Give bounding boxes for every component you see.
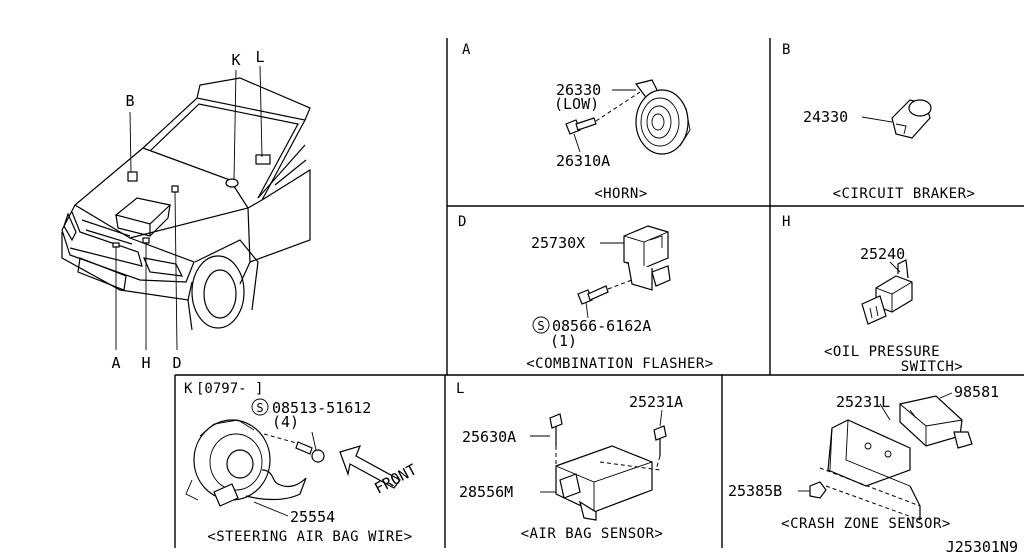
panel-caption: <HORN> (594, 186, 648, 202)
panel-oil-pressure-switch: H 25240 <OIL PRESSURE SWITCH> (782, 214, 963, 375)
vehicle-illustration (61, 65, 311, 351)
part-number: 26330 (556, 81, 601, 99)
panel-caption: <AIR BAG SENSOR> (521, 526, 664, 542)
crash-zone-bracket (819, 419, 921, 521)
part-number: 26310A (556, 152, 610, 170)
part-note: (LOW) (554, 95, 599, 113)
part-note: (1) (550, 332, 577, 350)
callout-a: A (111, 354, 120, 372)
panel-caption: <COMBINATION FLASHER> (526, 356, 714, 372)
callout-k: K (231, 51, 240, 69)
front-arrow-icon (339, 445, 401, 489)
part-note: (4) (272, 413, 299, 431)
panel-combination-flasher: D 25730X S 08566-6162A (1) <COMBINATION … (458, 214, 714, 372)
crash-zone-sensor-part (899, 395, 973, 449)
panel-air-bag-sensor: L 25231A 25630A 28556M <AIR BAG SENSOR> (456, 381, 683, 542)
horn-part (634, 79, 691, 155)
callout-b: B (125, 92, 134, 110)
part-number: 08566-6162A (552, 317, 651, 335)
part-number: 25554 (290, 508, 335, 526)
crash-zone-nut (809, 481, 827, 499)
part-number: 25630A (462, 428, 516, 446)
panel-date-range: [0797- ] (196, 381, 263, 397)
air-bag-bolts (549, 413, 667, 471)
vehicle-callout-labels: B K L A H D (111, 48, 264, 372)
panel-letter: B (782, 42, 790, 58)
panel-crash-zone-sensor: 25231L 98581 25385B <CRASH ZONE SENSOR> (728, 383, 999, 532)
panel-horn: A 26330 (LOW) 26310A <HORN> (462, 42, 691, 202)
panel-letter: A (462, 42, 471, 58)
part-number: 25385B (728, 482, 782, 500)
panel-frames (174, 38, 1024, 548)
callout-l: L (255, 48, 264, 66)
panel-caption: <STEERING AIR BAG WIRE> (207, 529, 412, 545)
callout-h: H (141, 354, 150, 372)
part-number: 25240 (860, 245, 905, 263)
panel-caption: <CIRCUIT BRAKER> (833, 186, 976, 202)
part-number: 24330 (803, 108, 848, 126)
panel-caption-line2: SWITCH> (901, 359, 964, 375)
panel-caption: <CRASH ZONE SENSOR> (781, 516, 951, 532)
panel-letter: D (458, 214, 466, 230)
air-bag-sensor-part (555, 445, 653, 521)
diagram-id: J25301N9 (946, 538, 1018, 556)
panel-letter: L (456, 381, 464, 397)
callout-d: D (172, 354, 181, 372)
circuit-braker-part (891, 99, 932, 139)
s-mark: S (537, 319, 544, 333)
k-screw (263, 431, 325, 463)
part-number: 25730X (531, 234, 585, 252)
front-label: FRONT (371, 460, 419, 497)
oil-switch-part (861, 259, 913, 325)
horn-bolt (565, 91, 641, 135)
panel-caption-line1: <OIL PRESSURE (824, 344, 940, 360)
panel-steering-air-bag-wire: K [0797- ] S 08513-51612 (4) FRONT 25554 (184, 381, 420, 545)
panel-letter: K (184, 381, 193, 397)
flasher-part (623, 225, 671, 291)
part-number: 28556M (459, 483, 513, 501)
panel-letter: H (782, 214, 790, 230)
spiral-cable-part (185, 419, 307, 507)
s-mark: S (256, 401, 263, 415)
panel-circuit-braker: B 24330 <CIRCUIT BRAKER> (782, 42, 975, 202)
flasher-bolt (577, 279, 633, 305)
part-number: 25231A (629, 393, 683, 411)
part-number: 08513-51612 (272, 399, 371, 417)
part-number: 25231L (836, 393, 890, 411)
part-number: 98581 (954, 383, 999, 401)
